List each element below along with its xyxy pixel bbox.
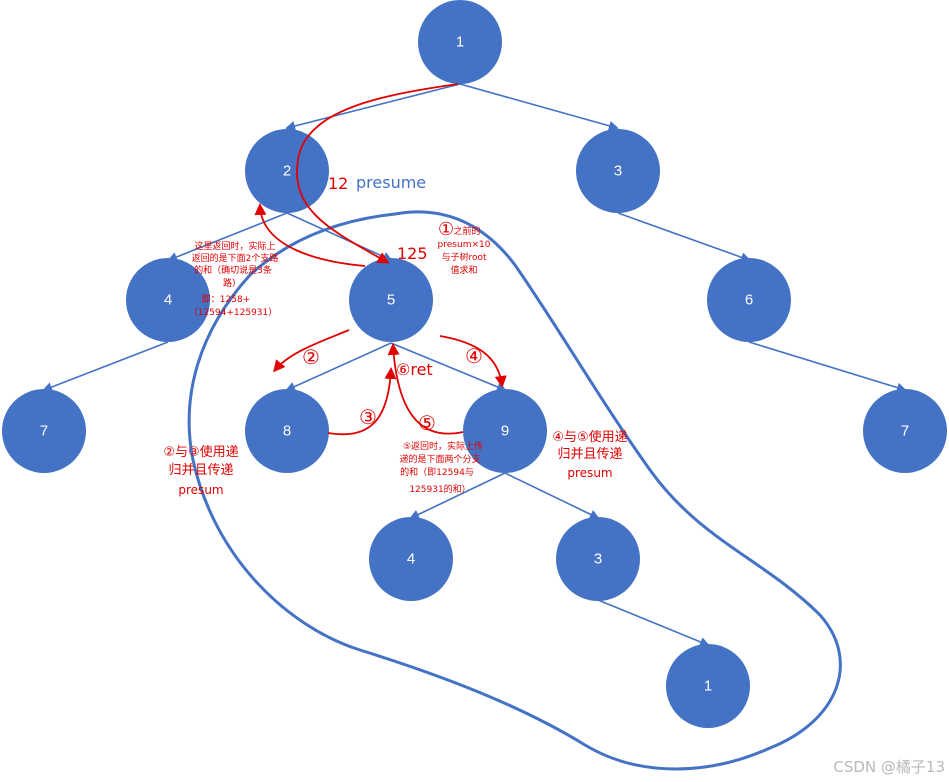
node-3: 3 [576, 129, 660, 213]
node-6: 6 [707, 258, 791, 342]
node-2: 2 [245, 129, 329, 213]
step2-mark: ② [302, 345, 320, 369]
step5-note-line: ⑤返回时，实际上传 [403, 440, 483, 452]
node-label: 7 [901, 423, 909, 440]
step1-note-line: presum×10 [438, 240, 491, 250]
node-7-right: 7 [863, 389, 947, 473]
node-label: 6 [745, 292, 753, 309]
edge-6-7 [748, 341, 907, 393]
node-label: 1 [704, 678, 712, 695]
step5-arrow [387, 343, 464, 435]
node-4: 4 [126, 258, 210, 342]
red-arrows [254, 83, 507, 436]
left-note-line: 的和（确切说是3条 [194, 264, 272, 276]
node-7-left: 7 [2, 389, 86, 473]
step4-mark: ④ [465, 344, 483, 368]
label-125: 125 [397, 244, 428, 263]
edge-5-8 [285, 342, 392, 392]
step23-note-line: ②与③使用递 [163, 444, 238, 460]
left-note-line: 路） [223, 277, 241, 289]
step1-note-line: 值求和 [450, 264, 477, 276]
step1-note-line: 之前的 [453, 225, 480, 237]
left-note-line: 这里返回时，实际上 [194, 240, 275, 252]
left-note-line: 即：1258+ [202, 294, 250, 305]
step1-note-line: 与子树root [441, 251, 487, 263]
step23-note: ②与③使用递 归并且传递 presum [163, 444, 238, 497]
edge-9-3 [504, 472, 600, 520]
node-label: 3 [594, 551, 602, 568]
step6-label: ⑥ret [396, 360, 433, 379]
node-1: 1 [418, 0, 502, 84]
left-return-note: 这里返回时，实际上 返回的是下面2个支路 的和（确切说是3条 路） 即：1258… [189, 240, 279, 318]
watermark: CSDN @橘子13 [833, 758, 945, 776]
node-5: 5 [349, 258, 433, 342]
step5-note-line: 125931的和） [409, 483, 470, 495]
node-label: 8 [283, 423, 291, 440]
node-8: 8 [245, 389, 329, 473]
label-twelve: 12 [328, 174, 348, 193]
node-label: 5 [387, 292, 395, 309]
edge-5-9 [390, 342, 507, 392]
node-1-bottom: 1 [666, 644, 750, 728]
step3-arrow [327, 367, 397, 436]
step5-mark: ⑤ [418, 411, 436, 435]
return-to-2-arrow [254, 203, 366, 267]
left-note-line: （12594+125931） [189, 307, 278, 318]
node-label: 1 [456, 34, 464, 51]
subtree-loop [187, 210, 842, 771]
edge-4-7 [42, 341, 169, 392]
step23-note-line: 归并且传递 [168, 463, 233, 478]
step2-arrow [273, 329, 350, 373]
node-9: 9 [463, 389, 547, 473]
edge-3-6 [617, 212, 751, 263]
presum-pass-arrow [296, 83, 459, 264]
step45-note-line: ④与⑤使用递 [552, 429, 627, 445]
tree-edges [42, 83, 907, 647]
node-4-bottom: 4 [369, 517, 453, 601]
step3-mark: ③ [359, 405, 377, 429]
node-label: 4 [164, 292, 172, 309]
step5-note: ⑤返回时，实际上传 递的是下面两个分支 的和（即12594与 125931的和） [399, 440, 483, 495]
edge-3-1 [597, 599, 710, 647]
node-label: 7 [40, 423, 48, 440]
node-label: 2 [283, 163, 291, 180]
node-3-bottom: 3 [556, 517, 640, 601]
step45-note-line: presum [567, 466, 612, 480]
edge-2-4 [167, 212, 288, 262]
left-note-line: 返回的是下面2个支路 [192, 252, 279, 264]
step45-note-line: 归并且传递 [557, 447, 622, 462]
step4-arrow [439, 335, 507, 388]
step5-note-line: 的和（即12594与 [400, 466, 474, 478]
step1-mark: ① [438, 219, 454, 240]
node-label: 3 [614, 163, 622, 180]
step5-note-line: 递的是下面两个分支 [399, 453, 480, 465]
tree-nodes: 1 2 3 4 5 6 7 8 9 7 4 3 1 [2, 0, 947, 728]
edge-1-3 [459, 83, 619, 131]
edge-9-4 [409, 472, 506, 520]
step23-note-line: presum [178, 483, 223, 497]
step1-note: 之前的 presum×10 与子树root 值求和 [438, 225, 491, 276]
edge-1-2 [285, 83, 461, 131]
edge-2-5 [286, 212, 393, 262]
step45-note: ④与⑤使用递 归并且传递 presum [552, 429, 627, 480]
label-presume: presume [356, 173, 426, 192]
node-label: 9 [501, 423, 509, 440]
node-label: 4 [407, 551, 415, 568]
